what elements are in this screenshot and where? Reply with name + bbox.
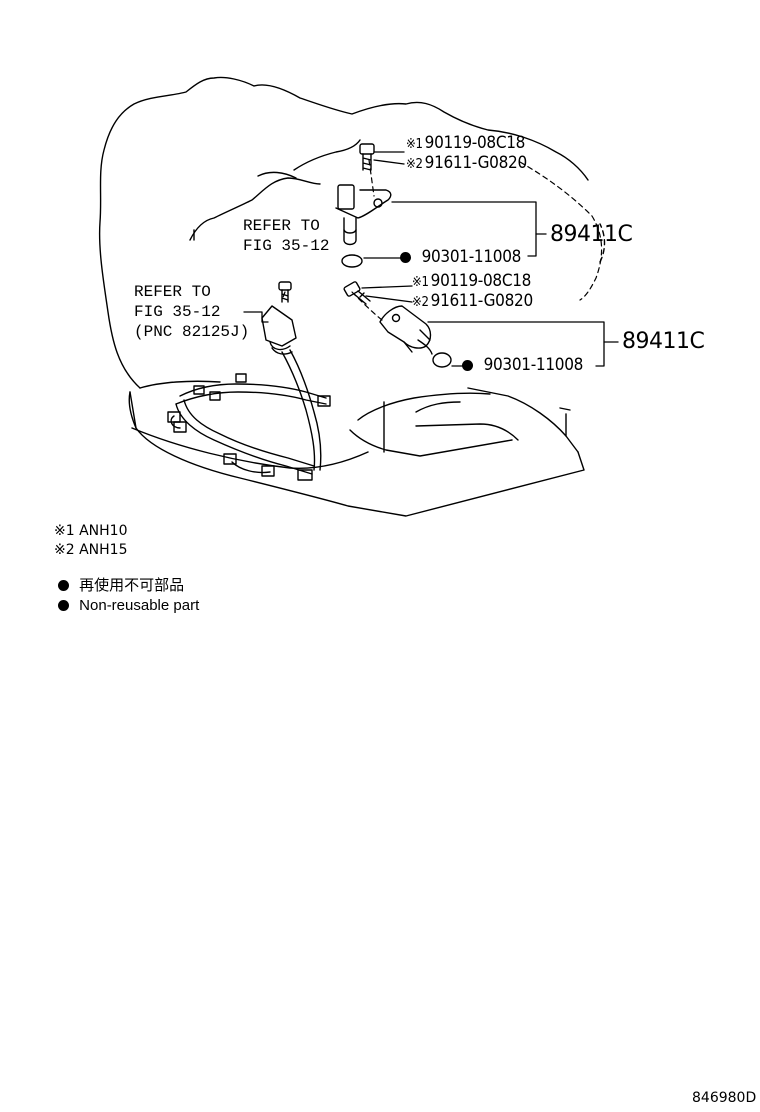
lower-oring [432, 352, 452, 368]
note-2-text: ANH15 [79, 542, 128, 558]
upper-bolt-number-1: 90119-08C18 [424, 133, 526, 153]
upper-bolt-number-2: 91611-G0820 [424, 153, 528, 173]
variant-2-mark: ※2 [412, 295, 429, 310]
harness-sensor [261, 305, 297, 355]
upper-cam-position-sensor [335, 184, 392, 246]
refer-label-2-line1: REFER TO [134, 283, 211, 301]
note-1-text: ANH10 [79, 523, 128, 539]
harness-sensor-bolt [278, 281, 292, 303]
lower-bolt-number-1: 90119-08C18 [430, 271, 532, 291]
lower-crank-position-sensor [379, 305, 433, 355]
upper-oring-text: 90301-11008 [421, 247, 522, 267]
upper-sensor-pnc: 89411C [550, 222, 633, 247]
note-1-mark: ※1 [54, 523, 75, 539]
lower-oring-text: 90301-11008 [483, 355, 584, 375]
lower-oring-number: 90301-11008 [462, 355, 584, 375]
note-2-mark: ※2 [54, 542, 75, 558]
refer-label-2-line2: FIG 35-12 [134, 303, 221, 321]
legend-japanese: 再使用不可部品 [58, 578, 184, 593]
applicability-note-1: ※1 ANH10 [54, 524, 128, 538]
refer-label-1-line2: FIG 35-12 [243, 237, 330, 255]
applicability-note-2: ※2 ANH15 [54, 543, 128, 557]
legend-english: Non-reusable part [58, 598, 199, 613]
refer-label-2-line3: (PNC 82125J) [134, 323, 250, 341]
variant-1-mark: ※1 [406, 137, 423, 152]
upper-bolt [359, 143, 375, 171]
legend-english-text: Non-reusable part [79, 597, 200, 614]
lower-sensor-pnc: 89411C [622, 329, 705, 354]
legend-japanese-text: 再使用不可部品 [79, 577, 185, 594]
variant-1-mark: ※1 [412, 275, 429, 290]
lower-bolt-number-2: 91611-G0820 [430, 291, 534, 311]
variant-2-mark: ※2 [406, 157, 423, 172]
illustration-id: 846980D [692, 1090, 757, 1106]
refer-label-1-line1: REFER TO [243, 217, 320, 235]
leader-lines [243, 151, 619, 367]
wire-harness [167, 349, 331, 481]
upper-oring [341, 254, 363, 268]
transmission-housing [98, 76, 606, 517]
upper-oring-number: 90301-11008 [400, 247, 522, 267]
lower-bolt [343, 281, 371, 305]
